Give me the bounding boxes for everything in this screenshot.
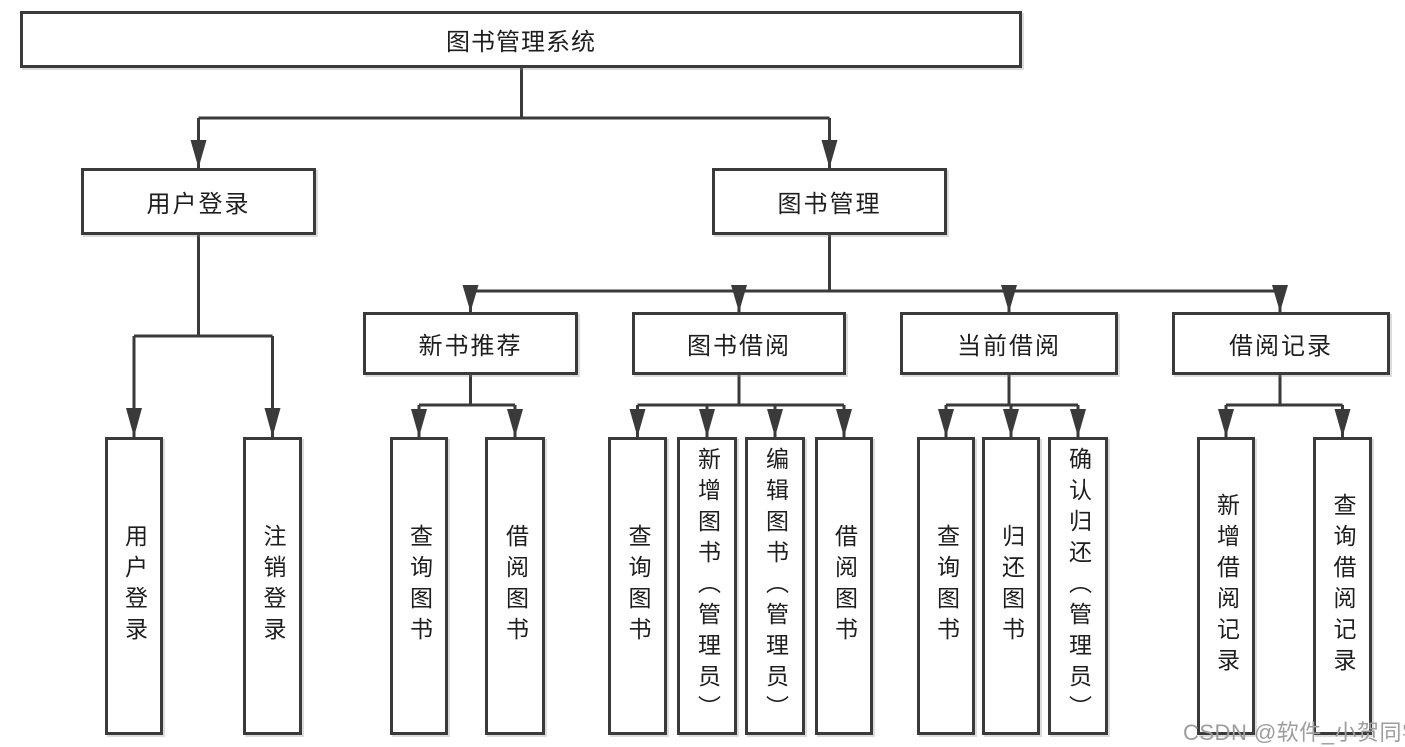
node-current-borrowing: 当前借阅 <box>900 312 1118 375</box>
edge-book-mgmt-split <box>469 235 1282 312</box>
edge-records-split <box>1224 375 1344 437</box>
node-root-system: 图书管理系统 <box>20 11 1022 68</box>
leaf-label: 借阅图书 <box>831 524 858 648</box>
leaf-return-books: 归还图书 <box>982 437 1040 735</box>
node-user-login: 用户登录 <box>81 168 316 235</box>
edge-new-book-split <box>417 375 517 437</box>
edge-root-split <box>197 68 831 168</box>
node-new-book-recommend: 新书推荐 <box>363 312 578 375</box>
edge-user-login-split <box>132 235 274 437</box>
leaf-label: 新增借阅记录 <box>1213 493 1240 679</box>
edge-borrow-split <box>636 375 846 437</box>
leaf-edit-books-admin: 编辑图书（管理员） <box>745 437 805 735</box>
leaf-label: 借阅图书 <box>502 524 529 648</box>
leaf-label: 归还图书 <box>998 524 1025 648</box>
csdn-watermark: CSDN @软件_小贺同学 <box>1183 720 1405 745</box>
leaf-label: 查询借阅记录 <box>1330 493 1356 679</box>
leaf-user-login: 用户登录 <box>105 437 163 735</box>
leaf-label: 用户登录 <box>121 524 148 648</box>
leaf-borrow-books-recommend: 借阅图书 <box>485 437 545 735</box>
node-book-borrowing: 图书借阅 <box>632 312 846 375</box>
leaf-label: 注销登录 <box>260 524 286 648</box>
leaf-confirm-return-admin: 确认归还（管理员） <box>1048 437 1108 735</box>
leaf-query-borrow-record: 查询借阅记录 <box>1313 437 1372 735</box>
node-borrowing-records: 借阅记录 <box>1172 312 1390 375</box>
leaf-label: 查询图书 <box>625 524 651 648</box>
leaf-label: 确认归还（管理员） <box>1065 446 1092 726</box>
leaf-query-books-current: 查询图书 <box>917 437 975 735</box>
leaf-label: 编辑图书（管理员） <box>762 446 789 726</box>
node-book-management: 图书管理 <box>712 168 947 235</box>
leaf-query-books-borrowing: 查询图书 <box>608 437 667 735</box>
leaf-label: 查询图书 <box>933 524 960 648</box>
leaf-query-books-recommend: 查询图书 <box>390 437 448 735</box>
leaf-label: 新增图书（管理员） <box>694 446 721 726</box>
leaf-label: 查询图书 <box>406 524 433 648</box>
leaf-add-borrow-record: 新增借阅记录 <box>1197 437 1255 735</box>
leaf-logout: 注销登录 <box>243 437 302 735</box>
leaf-borrow-books-borrowing: 借阅图书 <box>815 437 873 735</box>
leaf-add-books-admin: 新增图书（管理员） <box>677 437 737 735</box>
arrowheads <box>126 140 1351 437</box>
